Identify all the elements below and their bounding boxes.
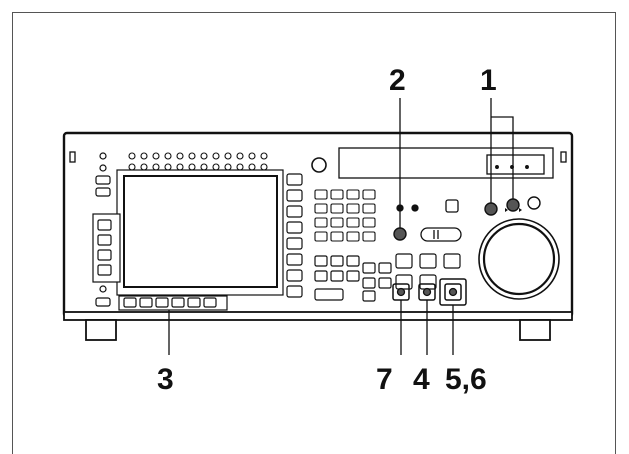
button-2	[393, 227, 407, 241]
keypad-key	[362, 217, 376, 228]
rect-slot-icon	[560, 151, 567, 163]
side-button	[286, 253, 303, 266]
keypad-key	[330, 217, 344, 228]
callout-5-6: 5,6	[445, 363, 487, 396]
small-square-button	[445, 199, 459, 213]
panel-dot	[188, 152, 196, 160]
keypad-key	[362, 189, 376, 200]
keypad-key	[346, 217, 360, 228]
keypad-key	[314, 203, 328, 214]
panel-dot	[164, 152, 172, 160]
keypad	[314, 189, 376, 242]
keypad-key	[346, 189, 360, 200]
rect-slot-icon	[69, 151, 76, 163]
left-foot	[85, 319, 117, 341]
keypad-key	[346, 231, 360, 242]
panel-dot	[152, 152, 160, 160]
figure-frame	[12, 12, 616, 454]
slide-switch	[420, 227, 462, 242]
function-buttons-3	[118, 295, 228, 311]
indicator-right	[411, 204, 419, 212]
transport-buttons	[314, 253, 461, 302]
keypad-key	[330, 203, 344, 214]
panel-dot	[236, 152, 244, 160]
keypad-key	[346, 203, 360, 214]
display-right-buttons	[286, 173, 303, 298]
callout-7: 7	[376, 363, 393, 396]
keypad-key	[362, 203, 376, 214]
side-button	[286, 221, 303, 234]
left-small-buttons	[95, 152, 111, 307]
side-button	[286, 285, 303, 298]
side-button	[286, 205, 303, 218]
jog-shuttle-dial-icon	[478, 218, 560, 300]
callout-2: 2	[389, 64, 406, 97]
panel-dot	[176, 152, 184, 160]
callout-1: 1	[480, 64, 497, 97]
panel-dot	[248, 152, 256, 160]
right-foot	[519, 319, 551, 341]
panel-dot	[140, 152, 148, 160]
panel-dot	[260, 152, 268, 160]
time-code-window	[338, 147, 554, 179]
callout-3: 3	[157, 363, 174, 396]
leader-lines	[168, 98, 514, 355]
callout-4: 4	[413, 363, 430, 396]
round-knob	[311, 157, 327, 173]
keypad-key	[330, 189, 344, 200]
keypad-key	[314, 189, 328, 200]
side-button	[286, 269, 303, 282]
lcd-display	[116, 169, 284, 296]
side-button	[286, 173, 303, 186]
side-button	[286, 237, 303, 250]
keypad-key	[314, 231, 328, 242]
panel-dot	[200, 152, 208, 160]
side-button	[286, 189, 303, 202]
button-4	[418, 283, 436, 301]
display-left-buttons	[92, 213, 121, 283]
panel-dot	[212, 152, 220, 160]
keypad-key	[330, 231, 344, 242]
panel-dot	[224, 152, 232, 160]
panel-dot	[128, 152, 136, 160]
keypad-key	[314, 217, 328, 228]
keypad-key	[362, 231, 376, 242]
